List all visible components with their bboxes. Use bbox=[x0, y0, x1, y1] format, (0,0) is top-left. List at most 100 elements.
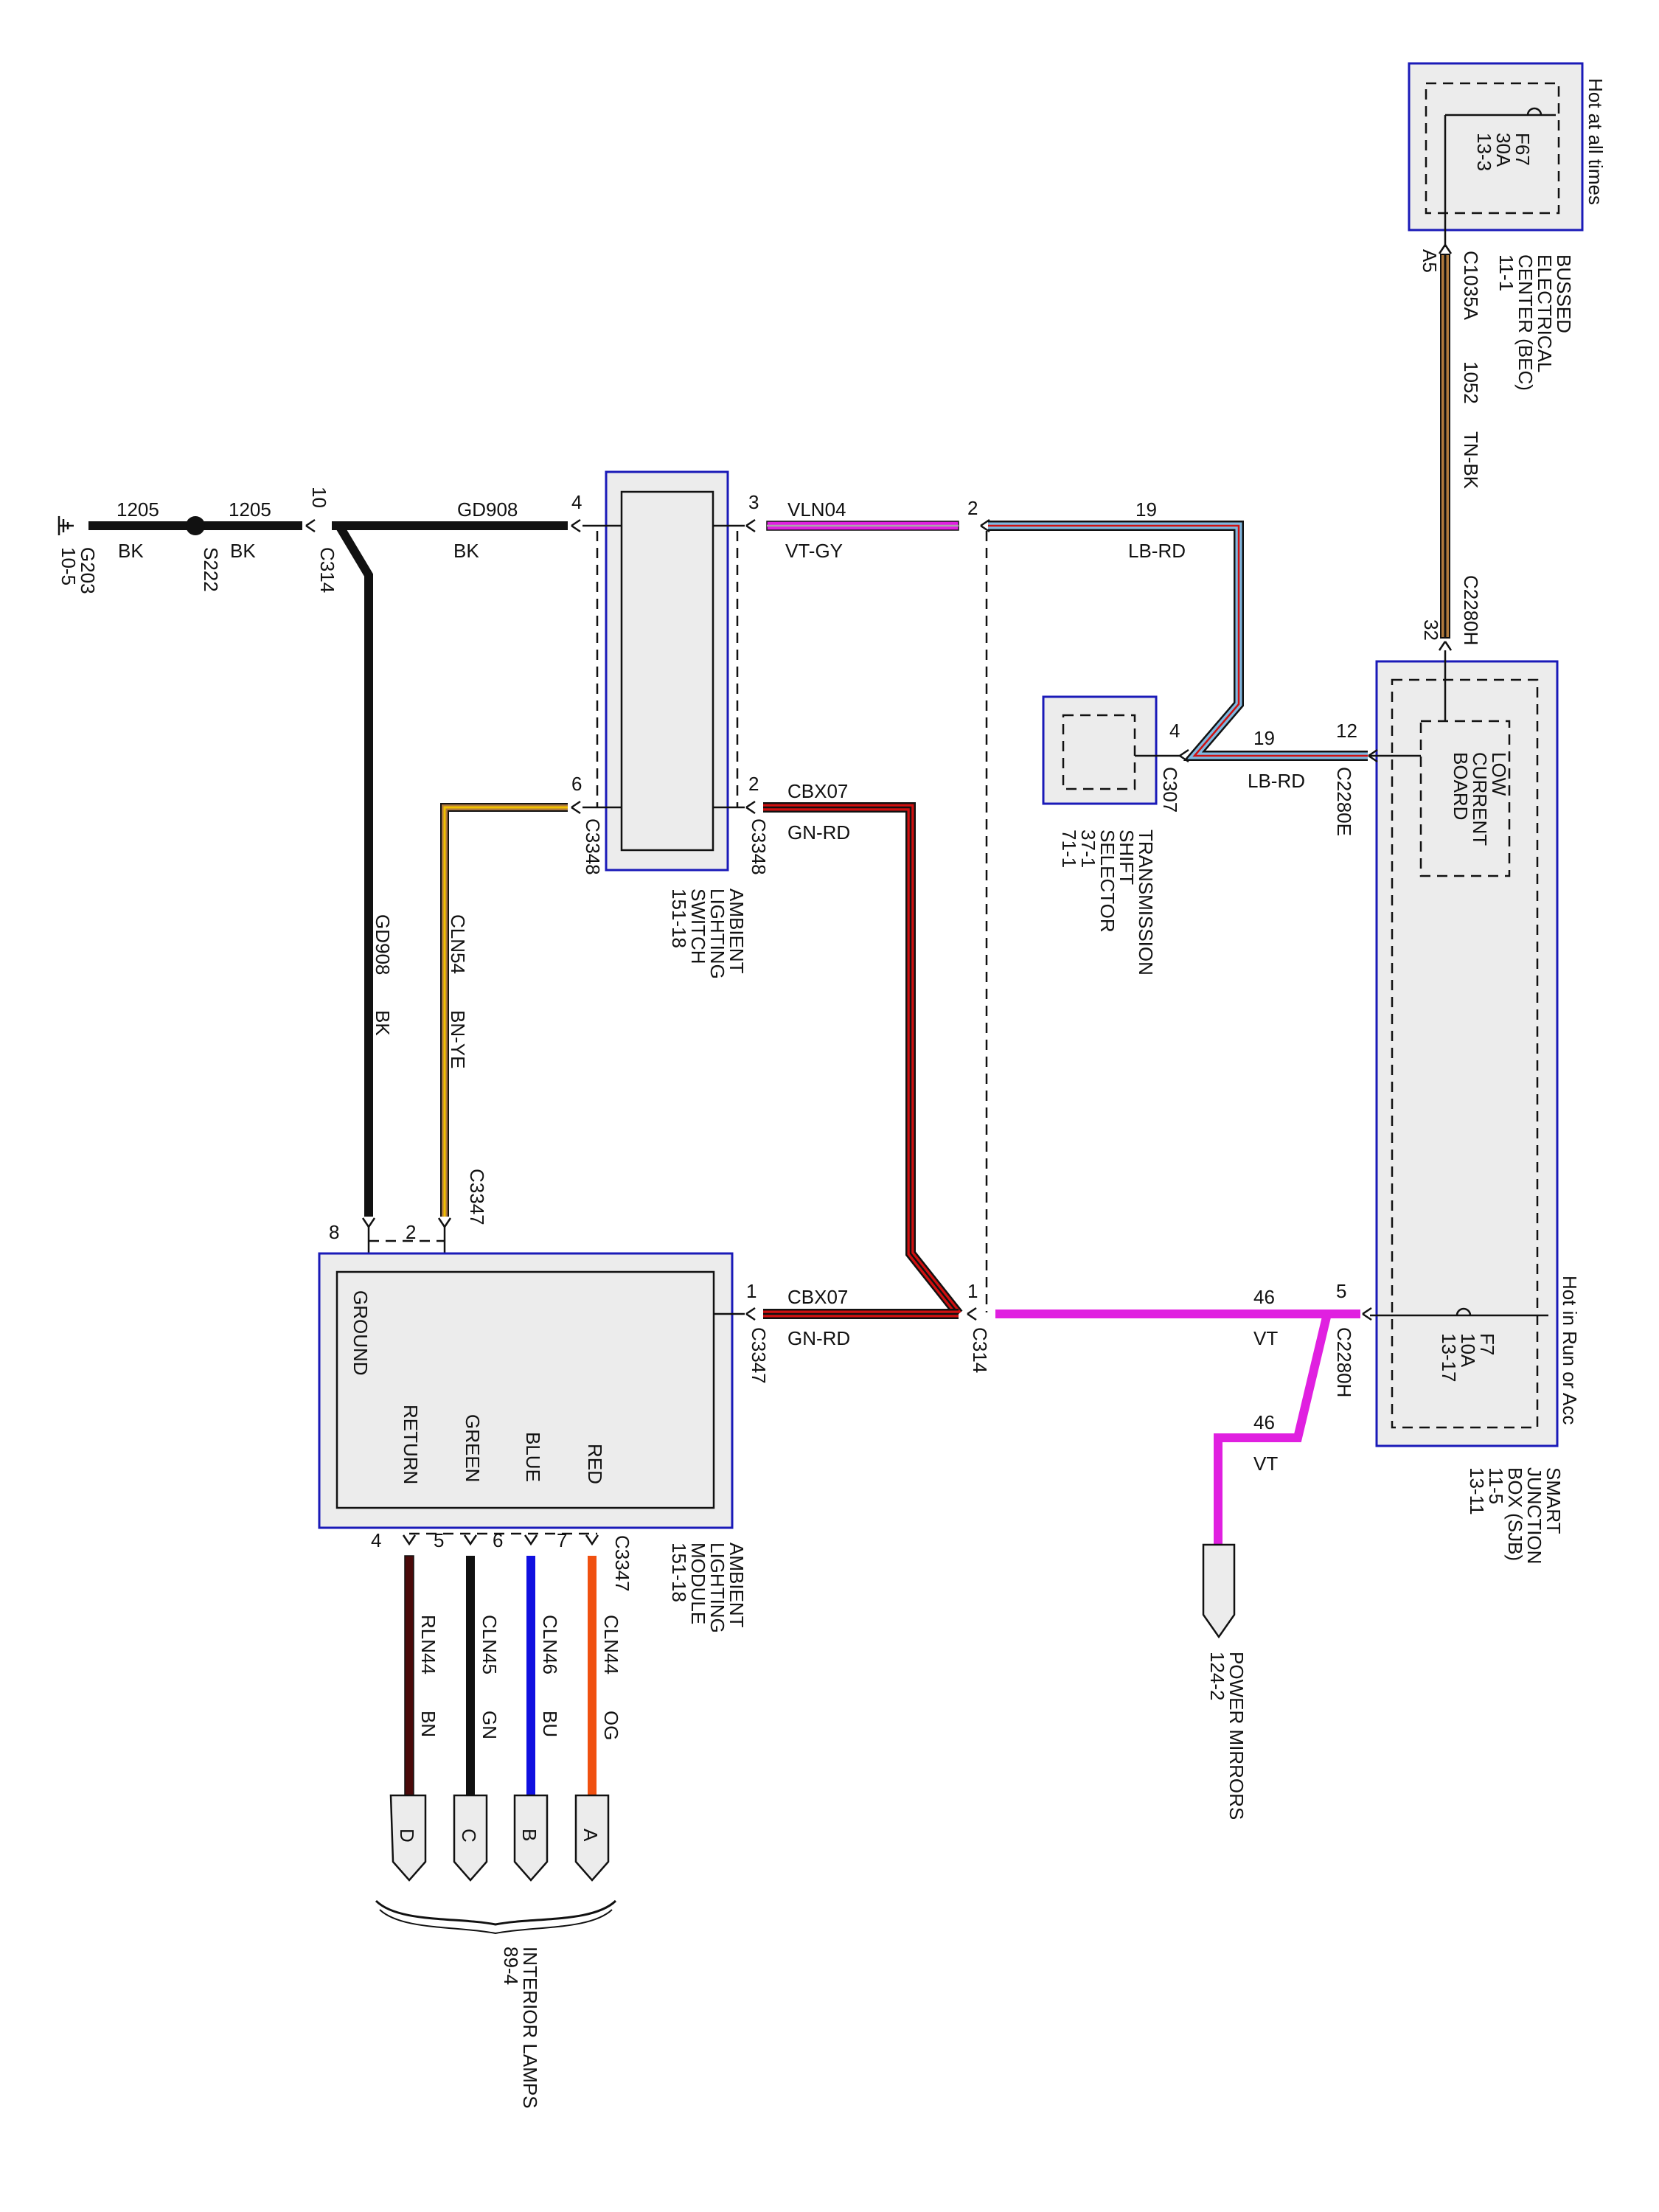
svg-text:4: 4 bbox=[371, 1529, 381, 1551]
module-return-label: RETURN bbox=[400, 1405, 422, 1484]
svg-text:11-5: 11-5 bbox=[1485, 1467, 1507, 1504]
svg-text:A: A bbox=[580, 1829, 602, 1842]
svg-text:11-1: 11-1 bbox=[1495, 254, 1517, 291]
wire-1052-connector: C2280H bbox=[1460, 575, 1482, 645]
svg-text:BUSSED: BUSSED bbox=[1553, 254, 1575, 333]
splice-s222 bbox=[186, 516, 205, 535]
lamp-wire-d: 4 RLN44 BN D bbox=[371, 1529, 439, 1882]
wire-cln54-circuit: CLN54 bbox=[447, 914, 469, 974]
wire-46-main bbox=[995, 1310, 1360, 1318]
power-mirrors-connector bbox=[1202, 1543, 1236, 1639]
sjb-label: SMART JUNCTION BOX (SJB) 11-5 13-11 bbox=[1466, 1467, 1565, 1564]
wire-1052-pin: 32 bbox=[1420, 619, 1442, 641]
switch-pin-6: 6 bbox=[571, 773, 582, 795]
svg-text:AMBIENT: AMBIENT bbox=[726, 888, 748, 974]
svg-text:LIGHTING: LIGHTING bbox=[706, 888, 728, 979]
svg-text:D: D bbox=[396, 1829, 418, 1843]
wire-19-stripe bbox=[988, 524, 1368, 757]
svg-text:71-1: 71-1 bbox=[1058, 830, 1080, 868]
svg-text:37-1: 37-1 bbox=[1077, 830, 1099, 868]
switch-pin-2: 2 bbox=[748, 773, 759, 795]
wire-19-color-upper: LB-RD bbox=[1128, 540, 1186, 562]
wire-cbx07-top-circuit: CBX07 bbox=[787, 780, 848, 802]
pin-arrow bbox=[745, 518, 756, 533]
svg-text:OG: OG bbox=[600, 1711, 622, 1740]
svg-text:BOARD: BOARD bbox=[1450, 752, 1472, 820]
wire-46-circuit: 46 bbox=[1253, 1286, 1275, 1308]
tss-inner bbox=[1062, 714, 1136, 790]
svg-text:BU: BU bbox=[539, 1711, 561, 1737]
wire-19-color-lower: LB-RD bbox=[1248, 770, 1305, 792]
module-ground-label: GROUND bbox=[349, 1290, 372, 1376]
wire-1205-circuit-b: 1205 bbox=[229, 498, 271, 521]
wire-1205-color-b: BK bbox=[230, 540, 256, 562]
lamp-connector-b bbox=[513, 1794, 549, 1882]
pin-arrow bbox=[1368, 748, 1378, 763]
module-green-label: GREEN bbox=[462, 1414, 484, 1482]
pin-arrow bbox=[571, 800, 581, 815]
switch-pin-4: 4 bbox=[571, 491, 582, 513]
wire-gd908-circuit: GD908 bbox=[457, 498, 518, 521]
pin-arrow bbox=[361, 1217, 376, 1229]
connector-c307: C307 bbox=[1159, 767, 1181, 813]
pin-arrow bbox=[967, 1307, 977, 1321]
pin-10: 10 bbox=[308, 487, 330, 508]
wire-19-circuit-upper: 19 bbox=[1135, 498, 1157, 521]
svg-text:151-18: 151-18 bbox=[668, 888, 690, 948]
svg-text:151-18: 151-18 bbox=[668, 1543, 690, 1602]
pin-arrow bbox=[745, 800, 756, 815]
svg-text:LOW: LOW bbox=[1488, 752, 1510, 796]
fuse-symbol bbox=[1526, 107, 1543, 116]
svg-text:F7: F7 bbox=[1476, 1333, 1498, 1355]
svg-text:6: 6 bbox=[493, 1529, 503, 1551]
module-pin-2: 2 bbox=[406, 1221, 416, 1243]
svg-text:INTERIOR LAMPS: INTERIOR LAMPS bbox=[519, 1947, 541, 2109]
bec-fuse-f67: F67 30A 13-3 bbox=[1444, 107, 1556, 247]
wire-vln04-circuit: VLN04 bbox=[787, 498, 846, 521]
wire-cln54-color: BN-YE bbox=[447, 1010, 469, 1068]
svg-text:POWER MIRRORS: POWER MIRRORS bbox=[1225, 1652, 1248, 1820]
sjb-hot-label: Hot in Run or Acc bbox=[1559, 1276, 1581, 1425]
wire-gd908-vert bbox=[335, 523, 373, 1217]
svg-text:89-4: 89-4 bbox=[500, 1947, 522, 1985]
wire-19-circuit-lower: 19 bbox=[1253, 727, 1275, 749]
svg-text:B: B bbox=[518, 1829, 540, 1841]
pin-arrow bbox=[437, 1217, 452, 1229]
wire-46-mirror-color: VT bbox=[1253, 1453, 1278, 1475]
lamp-connector-label: C3347 bbox=[611, 1535, 633, 1592]
wire-gd908-vert-color: BK bbox=[372, 1010, 394, 1036]
wire-cbx07-top-stripe bbox=[763, 806, 959, 1315]
wire-gd908-vert-circuit: GD908 bbox=[372, 914, 394, 975]
wire-cln54-connector: C3347 bbox=[466, 1169, 488, 1225]
module-label: AMBIENT LIGHTING MODULE 151-18 bbox=[668, 1543, 748, 1633]
svg-text:GN: GN bbox=[479, 1711, 501, 1739]
c314-pin-1: 1 bbox=[967, 1280, 978, 1302]
svg-text:30A: 30A bbox=[1492, 133, 1514, 167]
svg-text:TRANSMISSION: TRANSMISSION bbox=[1135, 830, 1157, 975]
wire-46-mirror-circuit: 46 bbox=[1253, 1411, 1275, 1433]
svg-text:CLN45: CLN45 bbox=[479, 1615, 501, 1674]
low-current-board bbox=[1419, 720, 1511, 877]
module-pin-1: 1 bbox=[746, 1280, 757, 1302]
switch-inner bbox=[620, 490, 714, 852]
module-blue-label: BLUE bbox=[522, 1432, 544, 1482]
module-red-label: RED bbox=[584, 1444, 606, 1484]
svg-text:SWITCH: SWITCH bbox=[687, 888, 709, 964]
connector-c314-ground: C314 bbox=[316, 547, 338, 593]
svg-text:MODULE: MODULE bbox=[687, 1543, 709, 1624]
wire-1205-color-a: BK bbox=[118, 540, 144, 562]
svg-text:13-3: 13-3 bbox=[1473, 133, 1495, 171]
wire-cbx07-bot-color: GN-RD bbox=[787, 1327, 850, 1349]
wire-cbx07-bot-circuit: CBX07 bbox=[787, 1286, 848, 1308]
lamp-wire-b: 6 CLN46 BU B bbox=[493, 1529, 561, 1882]
interior-lamps-brace bbox=[375, 1899, 617, 1926]
lamp-wire-c: 5 CLN45 GN C bbox=[434, 1529, 501, 1882]
svg-text:LIGHTING: LIGHTING bbox=[706, 1543, 728, 1633]
bec-inner bbox=[1425, 82, 1560, 215]
svg-text:SELECTOR: SELECTOR bbox=[1096, 830, 1119, 933]
svg-text:BOX (SJB): BOX (SJB) bbox=[1504, 1467, 1526, 1561]
switch-pin-3: 3 bbox=[748, 491, 759, 513]
pin-arrow bbox=[1362, 1307, 1372, 1321]
svg-text:C: C bbox=[458, 1829, 480, 1843]
